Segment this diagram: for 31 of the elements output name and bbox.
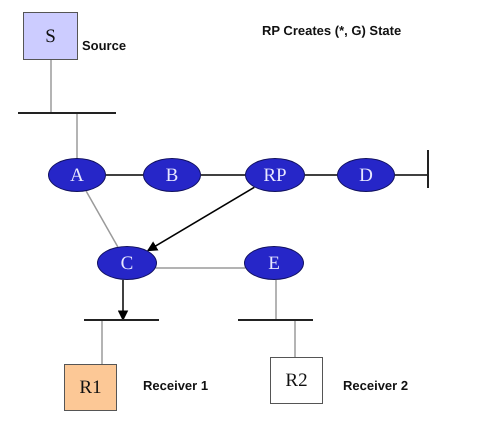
link-line [156, 267, 246, 269]
node-label: R1 [79, 378, 102, 397]
node-label: C [120, 254, 134, 272]
link-line [294, 320, 296, 357]
arrow [146, 186, 255, 252]
node-caption: Receiver 1 [143, 378, 208, 393]
node-label: R2 [285, 371, 308, 390]
node-caption: Receiver 2 [343, 378, 408, 393]
link-line [76, 113, 78, 158]
arrow [118, 280, 128, 322]
link-line [50, 60, 52, 113]
node-label: A [70, 166, 84, 184]
host-box [64, 364, 117, 411]
node-label: S [45, 26, 56, 46]
node-label: RP [263, 166, 287, 184]
host-box [270, 357, 323, 404]
link-line [395, 174, 428, 176]
link-line [101, 320, 103, 364]
link-line [86, 190, 118, 248]
node-label: E [268, 254, 280, 272]
node-label: D [359, 166, 373, 184]
router-node [97, 246, 157, 280]
host-box [23, 12, 78, 60]
link-line [275, 280, 277, 320]
link-line [106, 174, 143, 176]
link-line [201, 174, 245, 176]
node-label: B [166, 166, 178, 184]
node-caption: Source [82, 38, 126, 53]
router-node [245, 158, 305, 192]
diagram-title: RP Creates (*, G) State [262, 23, 402, 38]
link-line [305, 174, 337, 176]
